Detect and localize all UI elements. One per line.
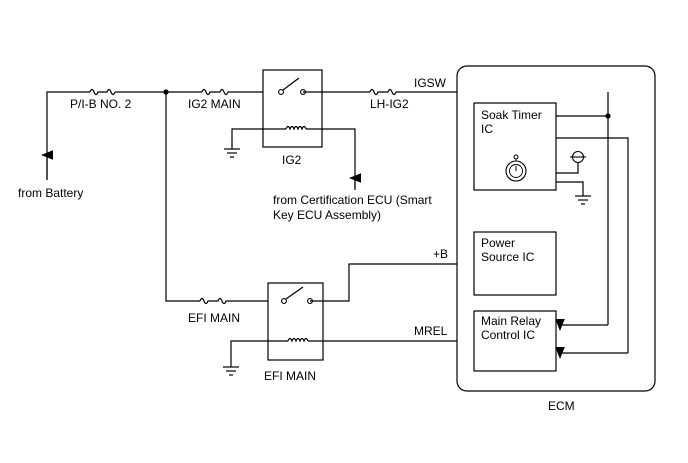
ig2-coil-icon bbox=[285, 125, 307, 131]
efi-main-fuse-label: EFI MAIN bbox=[188, 311, 240, 325]
efi-switch-blade-icon bbox=[285, 286, 304, 300]
ig2-switch-contact-icon bbox=[278, 89, 284, 95]
soak-timer-label-2: IC bbox=[481, 122, 493, 136]
efi-coil-ground-wire bbox=[230, 340, 288, 367]
mrel-label: MREL bbox=[414, 324, 448, 338]
efi-switch-contact-icon bbox=[281, 298, 287, 304]
ecm-label: ECM bbox=[548, 399, 575, 413]
from-cert-ecu-label-2: Key ECU Assembly) bbox=[273, 208, 381, 222]
main-relay-label-2: Control IC bbox=[481, 328, 535, 342]
from-cert-ecu-label-1: from Certification ECU (Smart bbox=[273, 193, 432, 207]
power-source-ic bbox=[473, 231, 557, 296]
ig2-relay-label: IG2 bbox=[282, 153, 302, 167]
cert-ecu-wire bbox=[306, 128, 356, 188]
main-relay-control-ic bbox=[473, 310, 557, 372]
ig2-relay bbox=[262, 69, 323, 148]
supply-terminal-icon bbox=[570, 150, 586, 164]
pib-no2-label: P/I-B NO. 2 bbox=[70, 97, 132, 111]
efi-coil-icon bbox=[287, 337, 309, 343]
ig2-coil-ground-wire bbox=[231, 128, 286, 149]
power-source-label-2: Source IC bbox=[481, 250, 535, 264]
ground-icon bbox=[575, 195, 591, 205]
plus-b-wire bbox=[310, 263, 474, 302]
ground-icon bbox=[224, 148, 240, 158]
efi-main-relay-label: EFI MAIN bbox=[264, 369, 316, 383]
plus-b-label: +B bbox=[433, 247, 448, 261]
efi-branch-wire bbox=[165, 92, 200, 302]
ig2-switch-blade-icon bbox=[282, 77, 300, 91]
ground-icon bbox=[223, 366, 239, 376]
igsw-label: IGSW bbox=[414, 76, 447, 90]
efi-main-relay bbox=[267, 282, 324, 361]
ig2-main-label: IG2 MAIN bbox=[188, 97, 241, 111]
soak-timer-label-1: Soak Timer bbox=[481, 108, 542, 122]
power-source-label-1: Power bbox=[481, 236, 515, 250]
lh-ig2-fuse-icon bbox=[369, 88, 397, 96]
from-battery-label: from Battery bbox=[18, 186, 83, 200]
pib-no2-fuse-icon bbox=[89, 88, 116, 96]
timer-clock-icon bbox=[505, 154, 527, 182]
main-relay-label-1: Main Relay bbox=[481, 314, 541, 328]
ig2-main-fuse-icon bbox=[201, 88, 232, 96]
lh-ig2-label: LH-IG2 bbox=[370, 97, 409, 111]
efi-main-fuse-icon bbox=[199, 297, 278, 305]
